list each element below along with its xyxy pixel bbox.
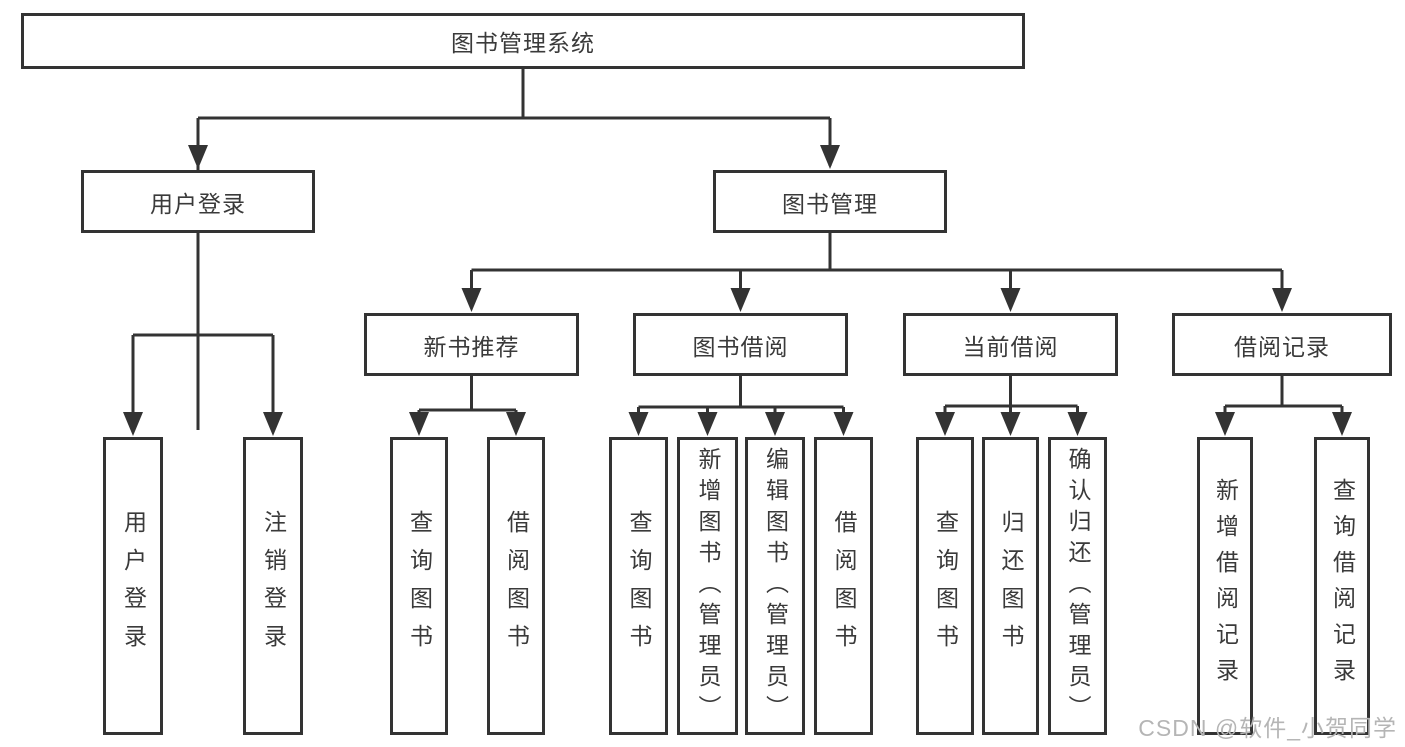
node-current-borrow: 当前借阅 [903, 313, 1118, 376]
node-label: 确认归还（管理员） [1065, 446, 1091, 726]
node-library-system: 图书管理系统 [21, 13, 1025, 69]
leaf-query-books-recommend: 查询图书 [390, 437, 448, 735]
node-label: 图书管理 [782, 190, 878, 217]
leaf-user-login: 用户登录 [103, 437, 163, 735]
node-label: 当前借阅 [962, 333, 1059, 360]
connector-current-borrow-to-leaves [935, 376, 1088, 436]
leaf-borrow-books: 借阅图书 [814, 437, 873, 735]
connector-root-to-level2 [188, 69, 840, 430]
leaf-edit-book-admin: 编辑图书（管理员） [745, 437, 805, 735]
leaf-query-borrow-record: 查询借阅记录 [1314, 437, 1370, 735]
connector-borrow-records-to-leaves [1215, 376, 1352, 436]
leaf-logout: 注销登录 [243, 437, 303, 735]
node-label: 新书推荐 [423, 333, 520, 360]
node-label: 图书管理系统 [451, 30, 595, 56]
leaf-add-borrow-record: 新增借阅记录 [1197, 437, 1253, 735]
node-label: 查询图书 [406, 510, 433, 662]
node-label: 注销登录 [260, 510, 287, 662]
leaf-query-books-current: 查询图书 [916, 437, 974, 735]
node-label: 归还图书 [998, 510, 1024, 662]
node-new-book-recommend: 新书推荐 [364, 313, 579, 376]
node-label: 查询图书 [626, 510, 652, 662]
node-label: 新增借阅记录 [1212, 478, 1239, 694]
connector-book-borrow-to-leaves [628, 376, 854, 436]
leaf-return-book: 归还图书 [982, 437, 1039, 735]
node-borrow-records: 借阅记录 [1172, 313, 1392, 376]
node-label: 借阅图书 [831, 510, 857, 662]
node-label: 借阅记录 [1234, 333, 1330, 360]
leaf-borrow-books-recommend: 借阅图书 [487, 437, 545, 735]
node-book-borrow: 图书借阅 [633, 313, 848, 376]
connector-new-book-recommend-to-leaves [409, 376, 526, 436]
node-label: 图书借阅 [692, 333, 789, 360]
node-book-management: 图书管理 [713, 170, 947, 233]
node-label: 查询借阅记录 [1329, 478, 1356, 694]
watermark: CSDN @软件_小贺同学 [1138, 715, 1397, 741]
leaf-query-books-borrow: 查询图书 [609, 437, 668, 735]
leaf-confirm-return-admin: 确认归还（管理员） [1048, 437, 1107, 735]
node-label: 新增图书（管理员） [695, 446, 721, 726]
connector-book-management-to-level3 [461, 233, 1292, 312]
node-label: 用户登录 [150, 190, 246, 217]
node-label: 借阅图书 [503, 510, 530, 662]
node-label: 用户登录 [120, 510, 147, 662]
node-label: 查询图书 [932, 510, 959, 662]
node-user-login: 用户登录 [81, 170, 315, 233]
connector-user-login-to-leaves [123, 233, 283, 436]
leaf-add-book-admin: 新增图书（管理员） [677, 437, 738, 735]
node-label: 编辑图书（管理员） [762, 446, 789, 726]
